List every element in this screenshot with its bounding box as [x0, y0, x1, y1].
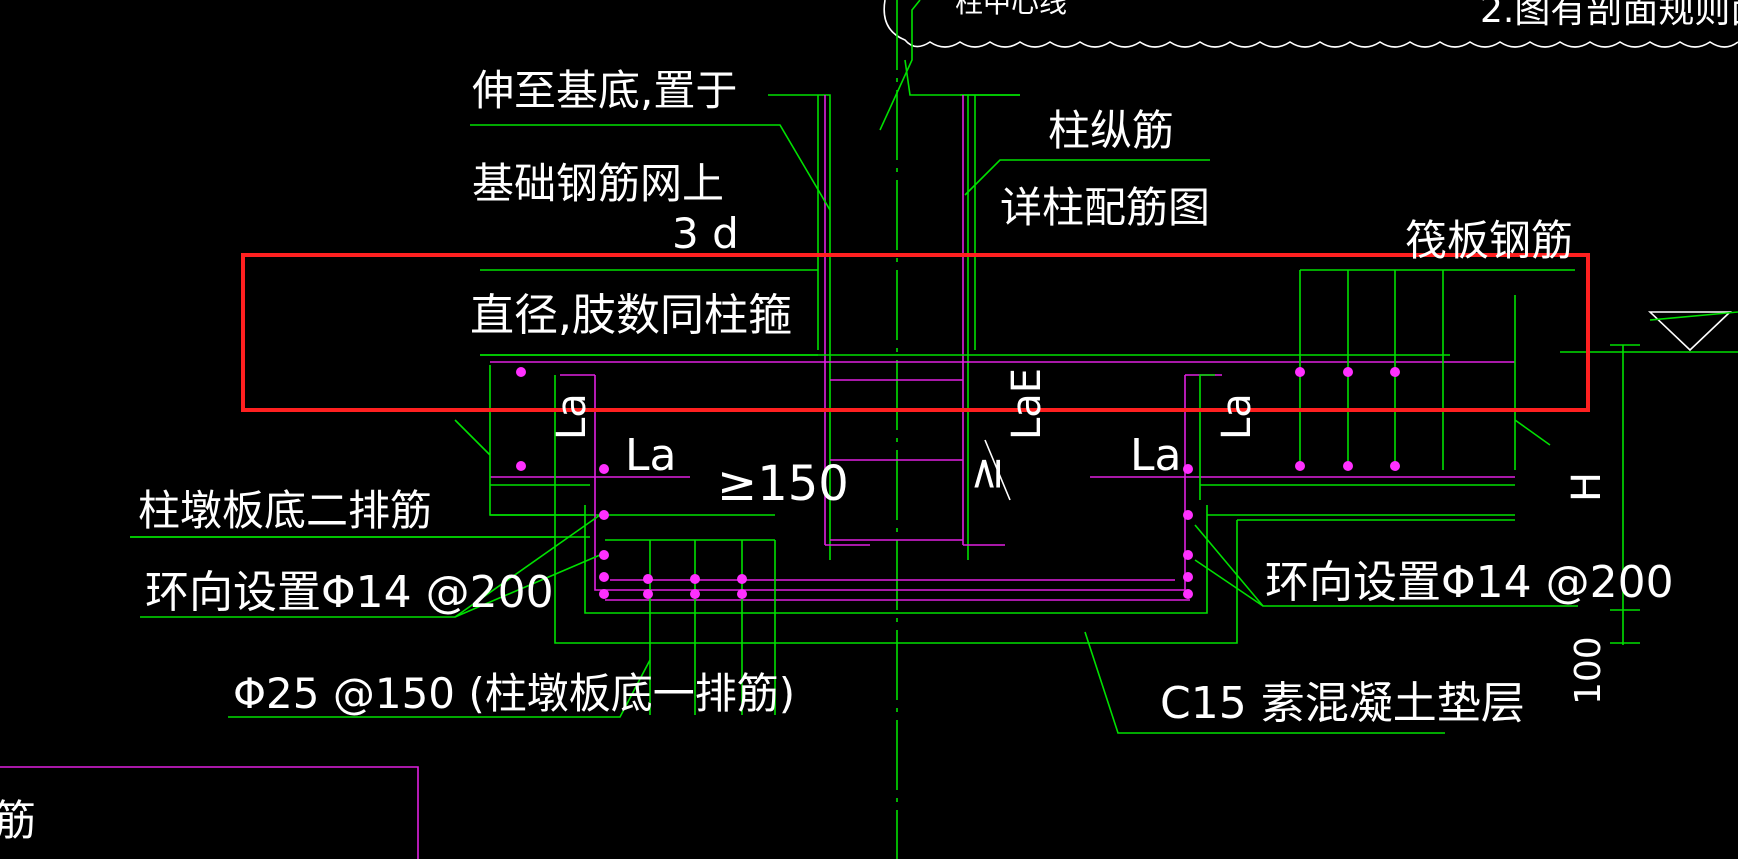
- water-level-icon: [1647, 311, 1733, 352]
- rebar-dot: [1390, 367, 1400, 377]
- rebar-dot: [690, 589, 700, 599]
- ring-left-text: 环向设置Φ14 @200: [145, 567, 554, 618]
- raft-right-edge: [1514, 295, 1551, 470]
- dim-lae: [984, 439, 1011, 501]
- leader-ring-left-2: [454, 554, 601, 618]
- rebar-dots: [516, 367, 1400, 599]
- rebar-dot: [599, 550, 609, 560]
- water-level-line-2: [1649, 311, 1738, 321]
- rebar-dot: [1295, 461, 1305, 471]
- pier-rebar-left: [594, 375, 1186, 591]
- pier-second-row-text: 柱墩板底二排筋: [138, 486, 432, 535]
- rebar-dot: [516, 367, 526, 377]
- ge-150-text: ≥150: [717, 456, 849, 512]
- column-detail-text: 详柱配筋图: [1000, 183, 1210, 232]
- c15-cushion-text: C15 素混凝土垫层: [1160, 678, 1525, 729]
- rebar-dot: [1183, 572, 1193, 582]
- top-center-leader-2: [904, 59, 1020, 96]
- rebar-dot: [599, 589, 609, 599]
- la-right-horizontal: La: [1130, 430, 1181, 481]
- stirrup-count-text: 3 d: [672, 209, 739, 258]
- highlight-box: [241, 253, 1590, 412]
- pier-concrete-left: [584, 505, 1208, 614]
- rebar-dot: [1183, 550, 1193, 560]
- rebar-dot: [643, 589, 653, 599]
- extend-base-text-1: 伸至基底,置于: [472, 66, 737, 115]
- rebar-dot: [1295, 367, 1305, 377]
- top-right-note: 2.图有剖面规则面: [1480, 0, 1738, 31]
- stirrup-note-text: 直径,肢数同柱箍: [470, 290, 792, 341]
- column-left-edge: [768, 94, 831, 560]
- right-la-hook: [1199, 374, 1215, 500]
- ge-mark-text: ≥: [960, 455, 1011, 492]
- rebar-dot: [516, 461, 526, 471]
- leader-extend-base: [470, 124, 831, 211]
- dim-100-text: 100: [1568, 636, 1609, 705]
- la-right-vertical: La: [1214, 393, 1260, 440]
- dim-h-text: H: [1564, 472, 1610, 502]
- ring-right-text: 环向设置Φ14 @200: [1265, 557, 1674, 608]
- rebar-dot: [1183, 510, 1193, 520]
- rebar-dot: [737, 589, 747, 599]
- top-center-leader: [879, 0, 921, 131]
- rebar-dot: [1390, 461, 1400, 471]
- leader-c15: [1084, 631, 1445, 734]
- bottom-left-fragment: 筋: [0, 796, 36, 845]
- lae-center-text: LaE: [1004, 368, 1050, 440]
- rebar-dot: [1343, 367, 1353, 377]
- la-left-vertical: La: [549, 393, 595, 440]
- revision-cloud: [883, 0, 1738, 48]
- rebar-dot: [690, 574, 700, 584]
- leader-first-row: [228, 659, 651, 718]
- column-long-bar-text: 柱纵筋: [1048, 106, 1174, 155]
- la-left-horizontal: La: [625, 430, 676, 481]
- rebar-dot: [1183, 464, 1193, 474]
- cushion-outline: [554, 520, 1238, 644]
- rebar-dot: [1183, 589, 1193, 599]
- extend-base-text-2: 基础钢筋网上: [472, 159, 724, 208]
- leader-column-bar: [964, 159, 1210, 196]
- bottom-left-frame: [0, 766, 419, 859]
- rebar-dot: [737, 574, 747, 584]
- pier-first-row-text: Φ25 @150 (柱墩板底一排筋): [233, 669, 795, 718]
- rebar-dot: [1343, 461, 1353, 471]
- rebar-dot: [599, 464, 609, 474]
- top-center-note: 柱中心线: [955, 0, 1067, 19]
- rebar-dot: [643, 574, 653, 584]
- rebar-dot: [599, 510, 609, 520]
- leader-ring-right-2: [1194, 559, 1264, 607]
- rebar-dot: [599, 572, 609, 582]
- raft-rebar-text: 筏板钢筋: [1405, 216, 1573, 265]
